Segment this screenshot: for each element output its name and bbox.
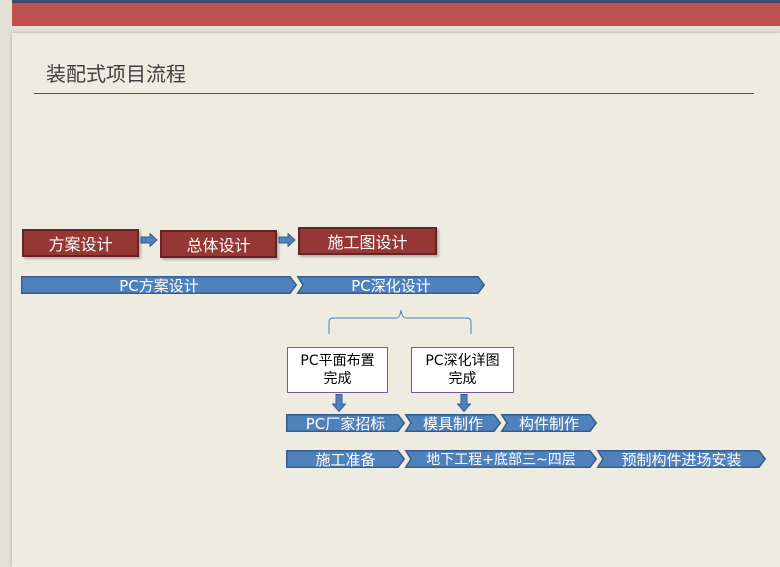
title-divider bbox=[34, 93, 754, 94]
chevron-construction-prep-label: 施工准备 bbox=[315, 450, 376, 469]
milestone-pc-detail-line1: PC深化详图 bbox=[425, 353, 500, 369]
phase-scheme-design-label: 方案设计 bbox=[48, 235, 113, 254]
milestone-pc-detail-line2: 完成 bbox=[448, 371, 477, 387]
chevron-pc-detail-design-label: PC深化设计 bbox=[351, 276, 431, 295]
chevron-component-making-label: 构件制作 bbox=[518, 414, 579, 433]
down-arrow-icon bbox=[457, 394, 471, 412]
slide-title: 装配式项目流程 bbox=[46, 62, 186, 86]
right-arrow-icon bbox=[140, 233, 158, 247]
top-accent-bar bbox=[12, 0, 780, 26]
chevron-precast-installation-label: 预制构件进场安装 bbox=[621, 450, 742, 469]
milestone-pc-layout-line2: 完成 bbox=[323, 371, 352, 387]
chevron-underground-works-label: 地下工程+底部三~四层 bbox=[426, 452, 576, 468]
chevron-mold-making-label: 模具制作 bbox=[422, 414, 483, 433]
chevron-pc-scheme-design-label: PC方案设计 bbox=[119, 276, 199, 295]
phase-overall-design: 总体设计 bbox=[160, 230, 277, 258]
chevron-mold-making: 模具制作 bbox=[404, 414, 502, 433]
milestone-pc-layout-line1: PC平面布置 bbox=[300, 353, 375, 369]
phase-overall-design-label: 总体设计 bbox=[186, 236, 251, 255]
phase-scheme-design: 方案设计 bbox=[22, 229, 139, 257]
right-arrow-icon bbox=[278, 233, 296, 247]
chevron-pc-supplier-tender-label: PC厂家招标 bbox=[305, 414, 386, 433]
chevron-precast-installation: 预制构件进场安装 bbox=[596, 450, 767, 469]
milestone-pc-layout-complete: PC平面布置 完成 bbox=[287, 347, 388, 393]
phase-construction-drawing-label: 施工图设计 bbox=[327, 233, 408, 252]
milestone-pc-detail-drawing-complete: PC深化详图 完成 bbox=[411, 347, 514, 393]
down-arrow-icon bbox=[332, 394, 346, 412]
phase-construction-drawing: 施工图设计 bbox=[298, 227, 437, 255]
chevron-pc-detail-design: PC深化设计 bbox=[296, 276, 486, 295]
chevron-underground-works: 地下工程+底部三~四层 bbox=[404, 450, 598, 468]
chevron-pc-scheme-design: PC方案设计 bbox=[21, 276, 298, 295]
chevron-component-making: 构件制作 bbox=[500, 414, 598, 433]
chevron-pc-supplier-tender: PC厂家招标 bbox=[286, 414, 406, 433]
slide-background bbox=[12, 33, 780, 567]
chevron-construction-prep: 施工准备 bbox=[286, 450, 406, 469]
